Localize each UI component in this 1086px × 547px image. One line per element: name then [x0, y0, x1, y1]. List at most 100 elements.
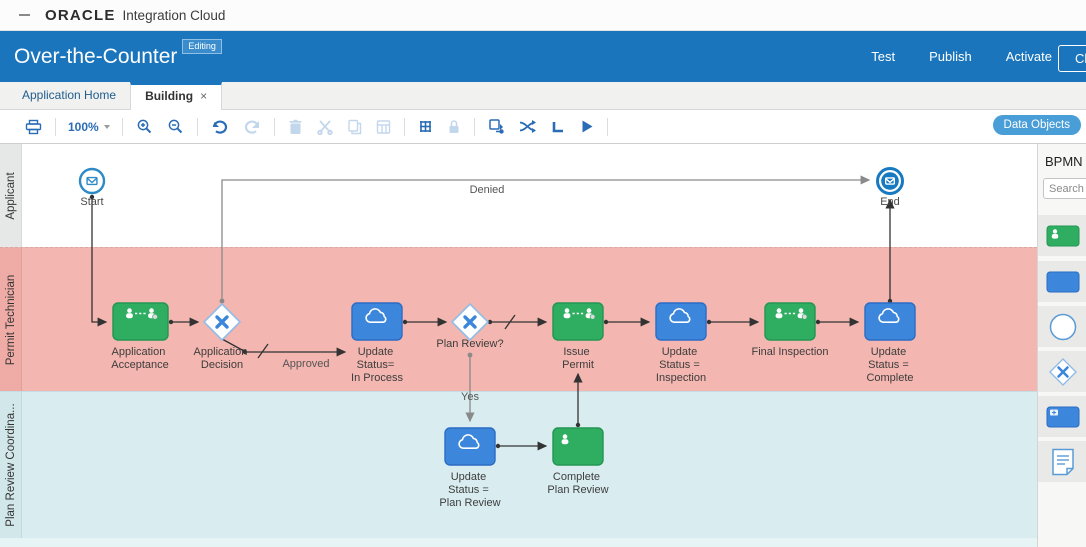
palette-item-gateway[interactable]	[1038, 351, 1086, 392]
chevron-down-icon	[103, 124, 110, 129]
lane-permit-technician[interactable]: Permit Technician	[0, 247, 1037, 391]
task-update-status-inspection[interactable]	[655, 302, 707, 341]
publish-button[interactable]: Publish	[929, 49, 972, 64]
edge-inprocess-to-planreview[interactable]	[402, 317, 448, 327]
edge-planreview-to-issuepermit[interactable]	[487, 314, 548, 330]
label-complete-plan-review: Complete Plan Review	[547, 471, 608, 496]
palette-item-event[interactable]	[1038, 306, 1086, 347]
task-update-status-in-process[interactable]	[351, 302, 403, 341]
toolbar-separator	[473, 117, 475, 136]
task-issue-permit[interactable]	[552, 302, 604, 341]
event-icon	[1049, 313, 1076, 340]
human-task-icon	[1046, 225, 1079, 246]
tab-building[interactable]: Building×	[130, 82, 223, 110]
bpmn-diagram[interactable]: Denied Approved Yes	[0, 144, 1037, 547]
default-flow-slash	[504, 314, 516, 330]
minimize-icon[interactable]	[19, 14, 30, 16]
zoom-in-button[interactable]	[129, 115, 160, 139]
oracle-logo: ORACLE	[45, 6, 116, 24]
lock-icon	[449, 119, 459, 133]
edge-completeplanreview-to-issuepermit[interactable]	[573, 372, 583, 428]
palette-title: BPMN	[1045, 154, 1083, 169]
trash-icon	[289, 119, 302, 134]
gateway-application-decision[interactable]	[202, 302, 242, 342]
palette-item-service-task[interactable]	[1038, 261, 1086, 302]
copy-button[interactable]	[340, 115, 369, 139]
task-final-inspection[interactable]	[764, 302, 816, 341]
start-event[interactable]	[78, 167, 106, 195]
grid-icon	[419, 121, 431, 132]
edge-inspection-to-finalinspection[interactable]	[706, 317, 760, 327]
grid-button[interactable]	[411, 115, 440, 139]
task-application-acceptance[interactable]	[112, 302, 169, 341]
close-button[interactable]: Close	[1058, 45, 1086, 72]
end-event[interactable]	[876, 167, 904, 195]
edge-denied[interactable]	[219, 175, 871, 304]
toolbar-separator	[273, 117, 275, 136]
edge-complete-to-end[interactable]	[885, 198, 895, 304]
cut-button[interactable]	[310, 115, 340, 139]
process-canvas[interactable]: Applicant Permit Technician Plan Review …	[0, 144, 1086, 547]
tab-close-icon[interactable]: ×	[200, 89, 208, 103]
redo-icon	[244, 120, 259, 134]
edge-acceptance-to-decision[interactable]	[168, 317, 200, 327]
lane-applicant[interactable]: Applicant	[0, 144, 1037, 247]
task-complete-plan-review[interactable]	[552, 427, 604, 466]
transform-icon	[488, 119, 504, 134]
edge-yes[interactable]	[465, 352, 475, 423]
label-application-decision: Application Decision	[194, 346, 251, 371]
activate-button[interactable]: Activate	[1005, 49, 1052, 64]
start-label: Start	[80, 196, 103, 208]
canvas-margin	[0, 538, 1037, 547]
label-issue-permit: Issue Permit	[562, 346, 594, 371]
undo-icon	[212, 120, 227, 134]
product-name: Integration Cloud	[122, 7, 226, 23]
lane-header[interactable]: Applicant	[0, 144, 22, 247]
palette-item-human-task[interactable]	[1038, 215, 1086, 256]
edge-approved[interactable]	[221, 338, 347, 359]
lane-header[interactable]: Plan Review Coordina...	[0, 392, 22, 538]
task-update-status-complete[interactable]	[864, 302, 916, 341]
undo-button[interactable]	[204, 115, 236, 139]
test-button[interactable]: Test	[871, 49, 896, 64]
edge-label-denied: Denied	[470, 184, 505, 196]
transform-button[interactable]	[481, 115, 512, 139]
tab-bar: Application Home Building×	[0, 82, 1086, 110]
edge-label-approved: Approved	[282, 358, 329, 370]
redo-button[interactable]	[236, 115, 268, 139]
label-update-status-plan-review: Update Status = Plan Review	[439, 471, 500, 509]
label-update-status-in-process: Update Status= In Process	[351, 346, 403, 384]
tab-application-home[interactable]: Application Home	[22, 88, 117, 102]
run-button[interactable]	[573, 115, 601, 139]
edge-issuepermit-to-inspection[interactable]	[603, 317, 651, 327]
lane-plan-review-coordinator[interactable]: Plan Review Coordina...	[0, 391, 1037, 538]
service-task-icon	[1046, 271, 1079, 292]
shuffle-icon	[519, 120, 536, 133]
palette-search-input[interactable]	[1043, 178, 1086, 199]
edge-finalinspection-to-complete[interactable]	[815, 317, 860, 327]
zoom-out-button[interactable]	[160, 115, 191, 139]
palette-item-note[interactable]	[1038, 441, 1086, 482]
corner-arrow-icon	[552, 122, 563, 133]
paste-button[interactable]	[369, 115, 398, 139]
delete-button[interactable]	[281, 115, 310, 139]
print-button[interactable]	[18, 115, 49, 139]
toolbar-separator	[196, 117, 198, 136]
toolbar-separator	[55, 117, 56, 136]
task-update-status-plan-review[interactable]	[444, 427, 496, 466]
shuffle-button[interactable]	[512, 115, 544, 139]
gateway-icon	[1048, 357, 1077, 386]
resize-button[interactable]	[544, 115, 573, 139]
gateway-plan-review[interactable]	[450, 302, 490, 342]
edge-start-to-acceptance[interactable]	[89, 194, 108, 327]
lane-header[interactable]: Permit Technician	[0, 248, 22, 391]
data-objects-button[interactable]: Data Objects	[992, 115, 1081, 135]
app-header: Over-the-Counter Editing Test Publish Ac…	[0, 31, 1086, 82]
lock-button[interactable]	[440, 115, 468, 139]
edge-updateplanreview-to-completeplanreview[interactable]	[495, 441, 548, 451]
palette-item-subprocess[interactable]	[1038, 396, 1086, 437]
editing-badge: Editing	[182, 39, 222, 54]
end-label: End	[880, 196, 900, 208]
bpmn-palette: BPMN	[1037, 144, 1086, 547]
zoom-level-dropdown[interactable]: 100%	[62, 120, 116, 134]
